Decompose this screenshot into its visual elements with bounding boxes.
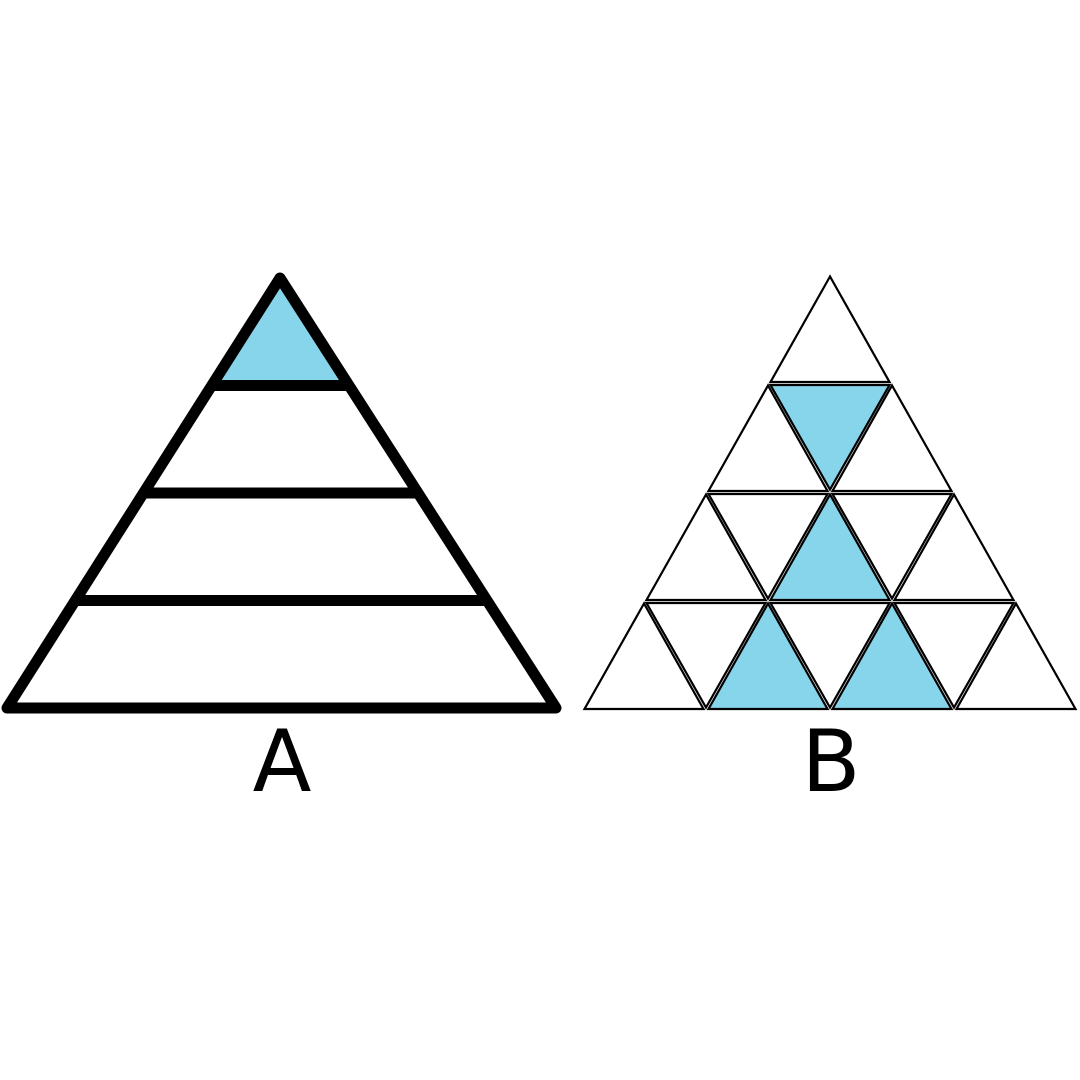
figure-b-cell-r2-3 (830, 383, 954, 493)
figure-b-cell-r4-2 (644, 601, 768, 710)
figure-b-cell-r4-1 (582, 601, 706, 711)
figure-b-cell-r4-5-shaded (830, 601, 954, 711)
figure-a-shaded-layer-1 (211, 278, 349, 386)
figure-b-cell-r4-6 (892, 601, 1016, 710)
figure-b-cell-r3-4 (830, 492, 954, 601)
figure-b-cell-r2-1 (706, 383, 830, 493)
figure-b-label: B (802, 712, 861, 812)
figure-a-layered-triangle (1, 272, 562, 714)
figure-b-cell-r1-1 (768, 274, 892, 384)
figure-b-cell-r4-4 (768, 601, 892, 710)
figure-b-cell-r3-5 (892, 492, 1016, 602)
figure-b-cell-r3-1 (644, 492, 768, 602)
figure-a-label: A (253, 712, 312, 812)
figure-b-subdivided-triangle (582, 274, 1078, 711)
figure-b-cell-r4-7 (954, 601, 1078, 711)
figure-b-cell-r4-3-shaded (706, 601, 830, 711)
figure-b-cell-r3-3-shaded (768, 492, 892, 602)
figure-b-cell-r2-2-shaded (768, 383, 892, 492)
figure-b-cell-r3-2 (706, 492, 830, 601)
